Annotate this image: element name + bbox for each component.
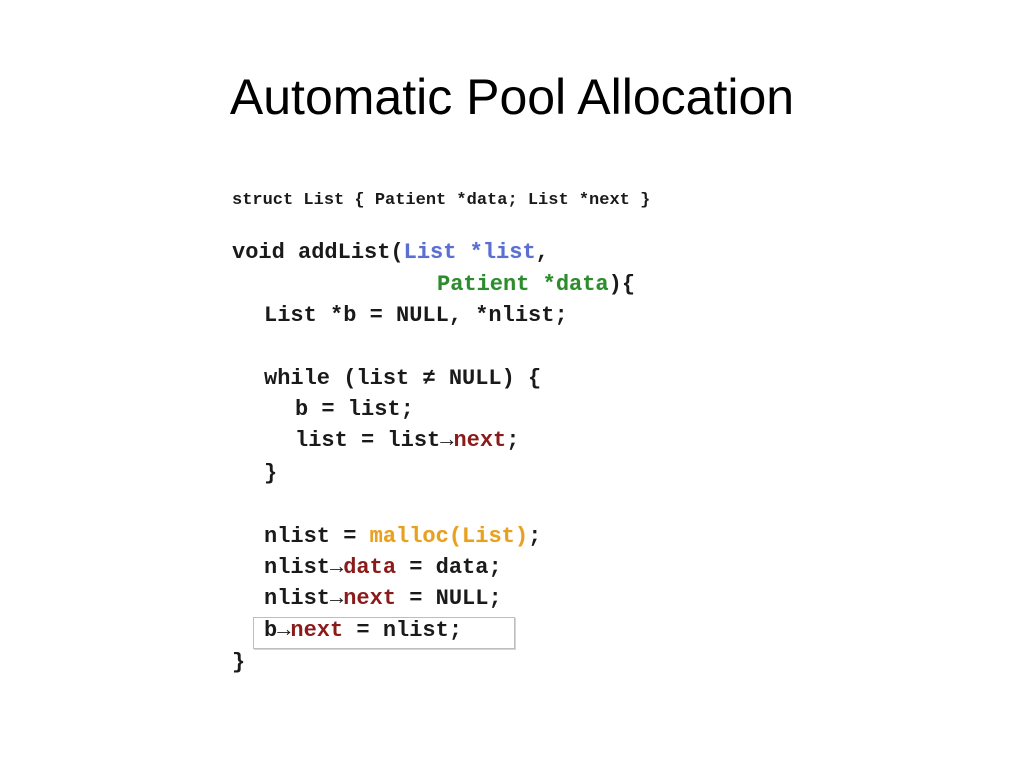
code-line-patient-param: Patient *data){: [437, 270, 635, 300]
code-token: list = list→: [295, 428, 454, 453]
code-token: nlist→: [264, 586, 344, 611]
struct-line: struct List { Patient *data; List *next …: [232, 191, 651, 210]
code-line-while: while (list ≠ NULL) {: [264, 366, 542, 391]
highlight-box: [253, 617, 515, 649]
code-token: ;: [528, 524, 542, 549]
code-block: struct List { Patient *data; List *next …: [232, 186, 650, 675]
param-data-token: Patient *data: [437, 272, 609, 297]
code-token: ){: [608, 272, 636, 297]
code-token: nlist =: [264, 524, 370, 549]
malloc-token: malloc(List): [369, 524, 529, 549]
field-data-token: data: [343, 555, 397, 580]
code-token: nlist→: [264, 555, 344, 580]
field-next-token: next: [290, 618, 344, 643]
code-token: void addList(: [232, 240, 404, 265]
code-line-void-addlist: void addList(List *list,: [232, 238, 549, 268]
code-token: = NULL;: [396, 586, 502, 611]
code-line-b-next: b→next = nlist;: [264, 616, 462, 646]
code-line-close-while: }: [264, 461, 278, 486]
field-next-token: next: [453, 428, 507, 453]
code-token: ;: [506, 428, 520, 453]
code-line-decl: List *b = NULL, *nlist;: [264, 303, 568, 328]
code-token: ,: [535, 240, 549, 265]
code-line-b-assign: b = list;: [295, 397, 414, 422]
code-token: b→: [264, 618, 291, 643]
code-line-nlist-next: nlist→next = NULL;: [264, 584, 502, 614]
field-next-token: next: [343, 586, 397, 611]
code-token: = data;: [396, 555, 502, 580]
param-list-token: List *list: [403, 240, 536, 265]
code-token: = nlist;: [343, 618, 463, 643]
slide-title: Automatic Pool Allocation: [229, 69, 795, 125]
code-line-malloc: nlist = malloc(List);: [264, 522, 541, 552]
code-line-close-function: }: [232, 650, 246, 675]
code-line-nlist-data: nlist→data = data;: [264, 553, 502, 583]
code-line-list-next: list = list→next;: [295, 426, 519, 456]
